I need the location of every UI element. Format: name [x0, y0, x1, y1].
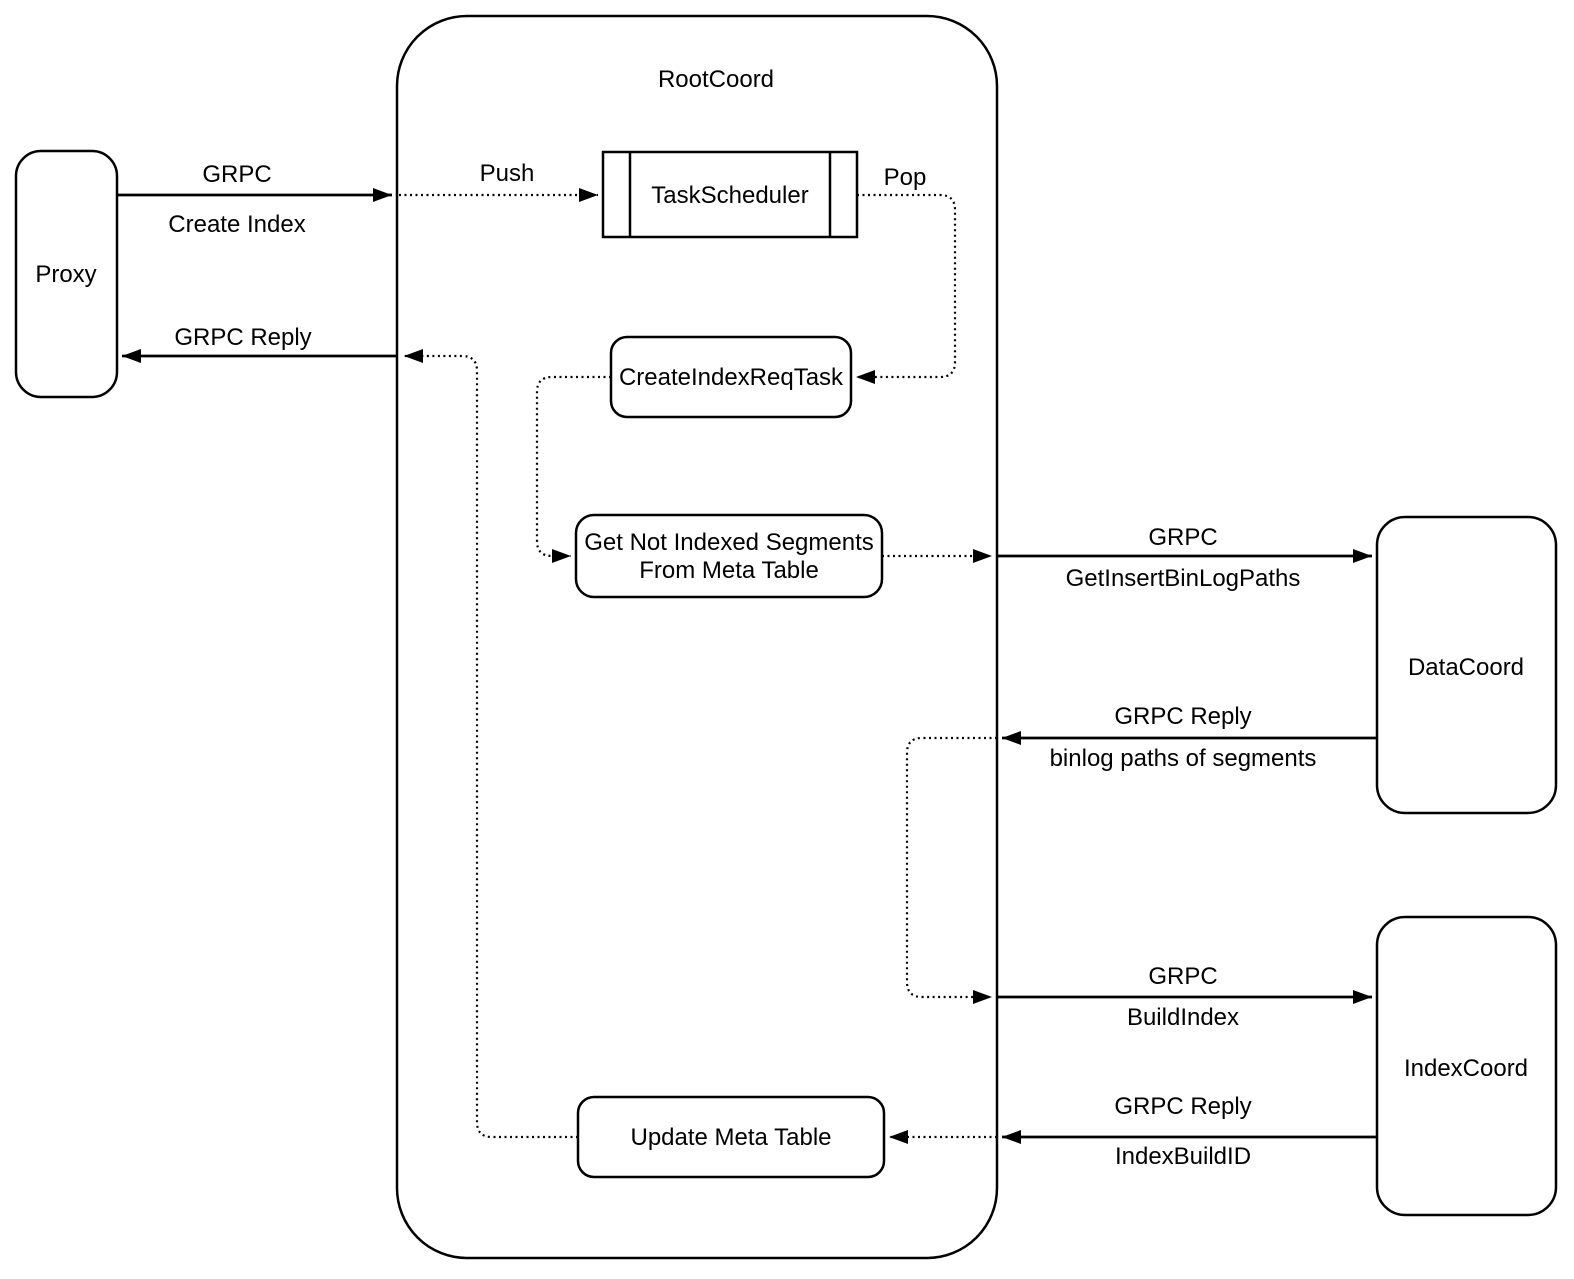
get-not-indexed-segments-node	[574, 513, 884, 599]
label-binlog-reply-bottom: binlog paths of segments	[1050, 745, 1317, 772]
edge-binlog-reply-to-build-index	[905, 736, 997, 1004]
task-scheduler-node	[601, 150, 859, 239]
get-not-indexed-segments-label-line1: Get Not Indexed Segments	[584, 529, 874, 556]
edge-update-meta-to-grpc-reply	[404, 349, 578, 1139]
edge-pop	[856, 193, 957, 384]
update-meta-table-label: Update Meta Table	[630, 1124, 831, 1151]
proxy-node	[14, 149, 119, 399]
label-build-index-top: GRPC	[1148, 963, 1217, 990]
label-index-build-id-top: GRPC Reply	[1114, 1093, 1251, 1120]
label-build-index-bottom: BuildIndex	[1127, 1004, 1239, 1031]
label-push: Push	[480, 160, 535, 187]
label-grpc-create-index-bottom: Create Index	[168, 211, 305, 238]
data-coord-label: DataCoord	[1408, 654, 1524, 681]
get-not-indexed-segments-label-line2: From Meta Table	[639, 557, 819, 584]
rootcoord-container	[395, 14, 999, 1260]
create-index-req-task-label: CreateIndexReqTask	[619, 364, 844, 391]
label-grpc-get-insert-top: GRPC	[1148, 524, 1217, 551]
rootcoord-title: RootCoord	[658, 66, 774, 93]
index-coord-label: IndexCoord	[1404, 1055, 1528, 1082]
label-index-build-id-bottom: IndexBuildID	[1115, 1143, 1251, 1170]
label-pop: Pop	[884, 164, 927, 191]
label-binlog-reply-top: GRPC Reply	[1114, 703, 1251, 730]
task-scheduler-label: TaskScheduler	[651, 182, 808, 209]
data-coord-node	[1375, 515, 1558, 815]
label-grpc-get-insert-bottom: GetInsertBinLogPaths	[1066, 565, 1301, 592]
index-coord-node	[1375, 915, 1558, 1217]
proxy-label: Proxy	[35, 261, 96, 288]
label-grpc-create-index-top: GRPC	[202, 161, 271, 188]
label-grpc-reply-to-proxy: GRPC Reply	[174, 324, 311, 351]
